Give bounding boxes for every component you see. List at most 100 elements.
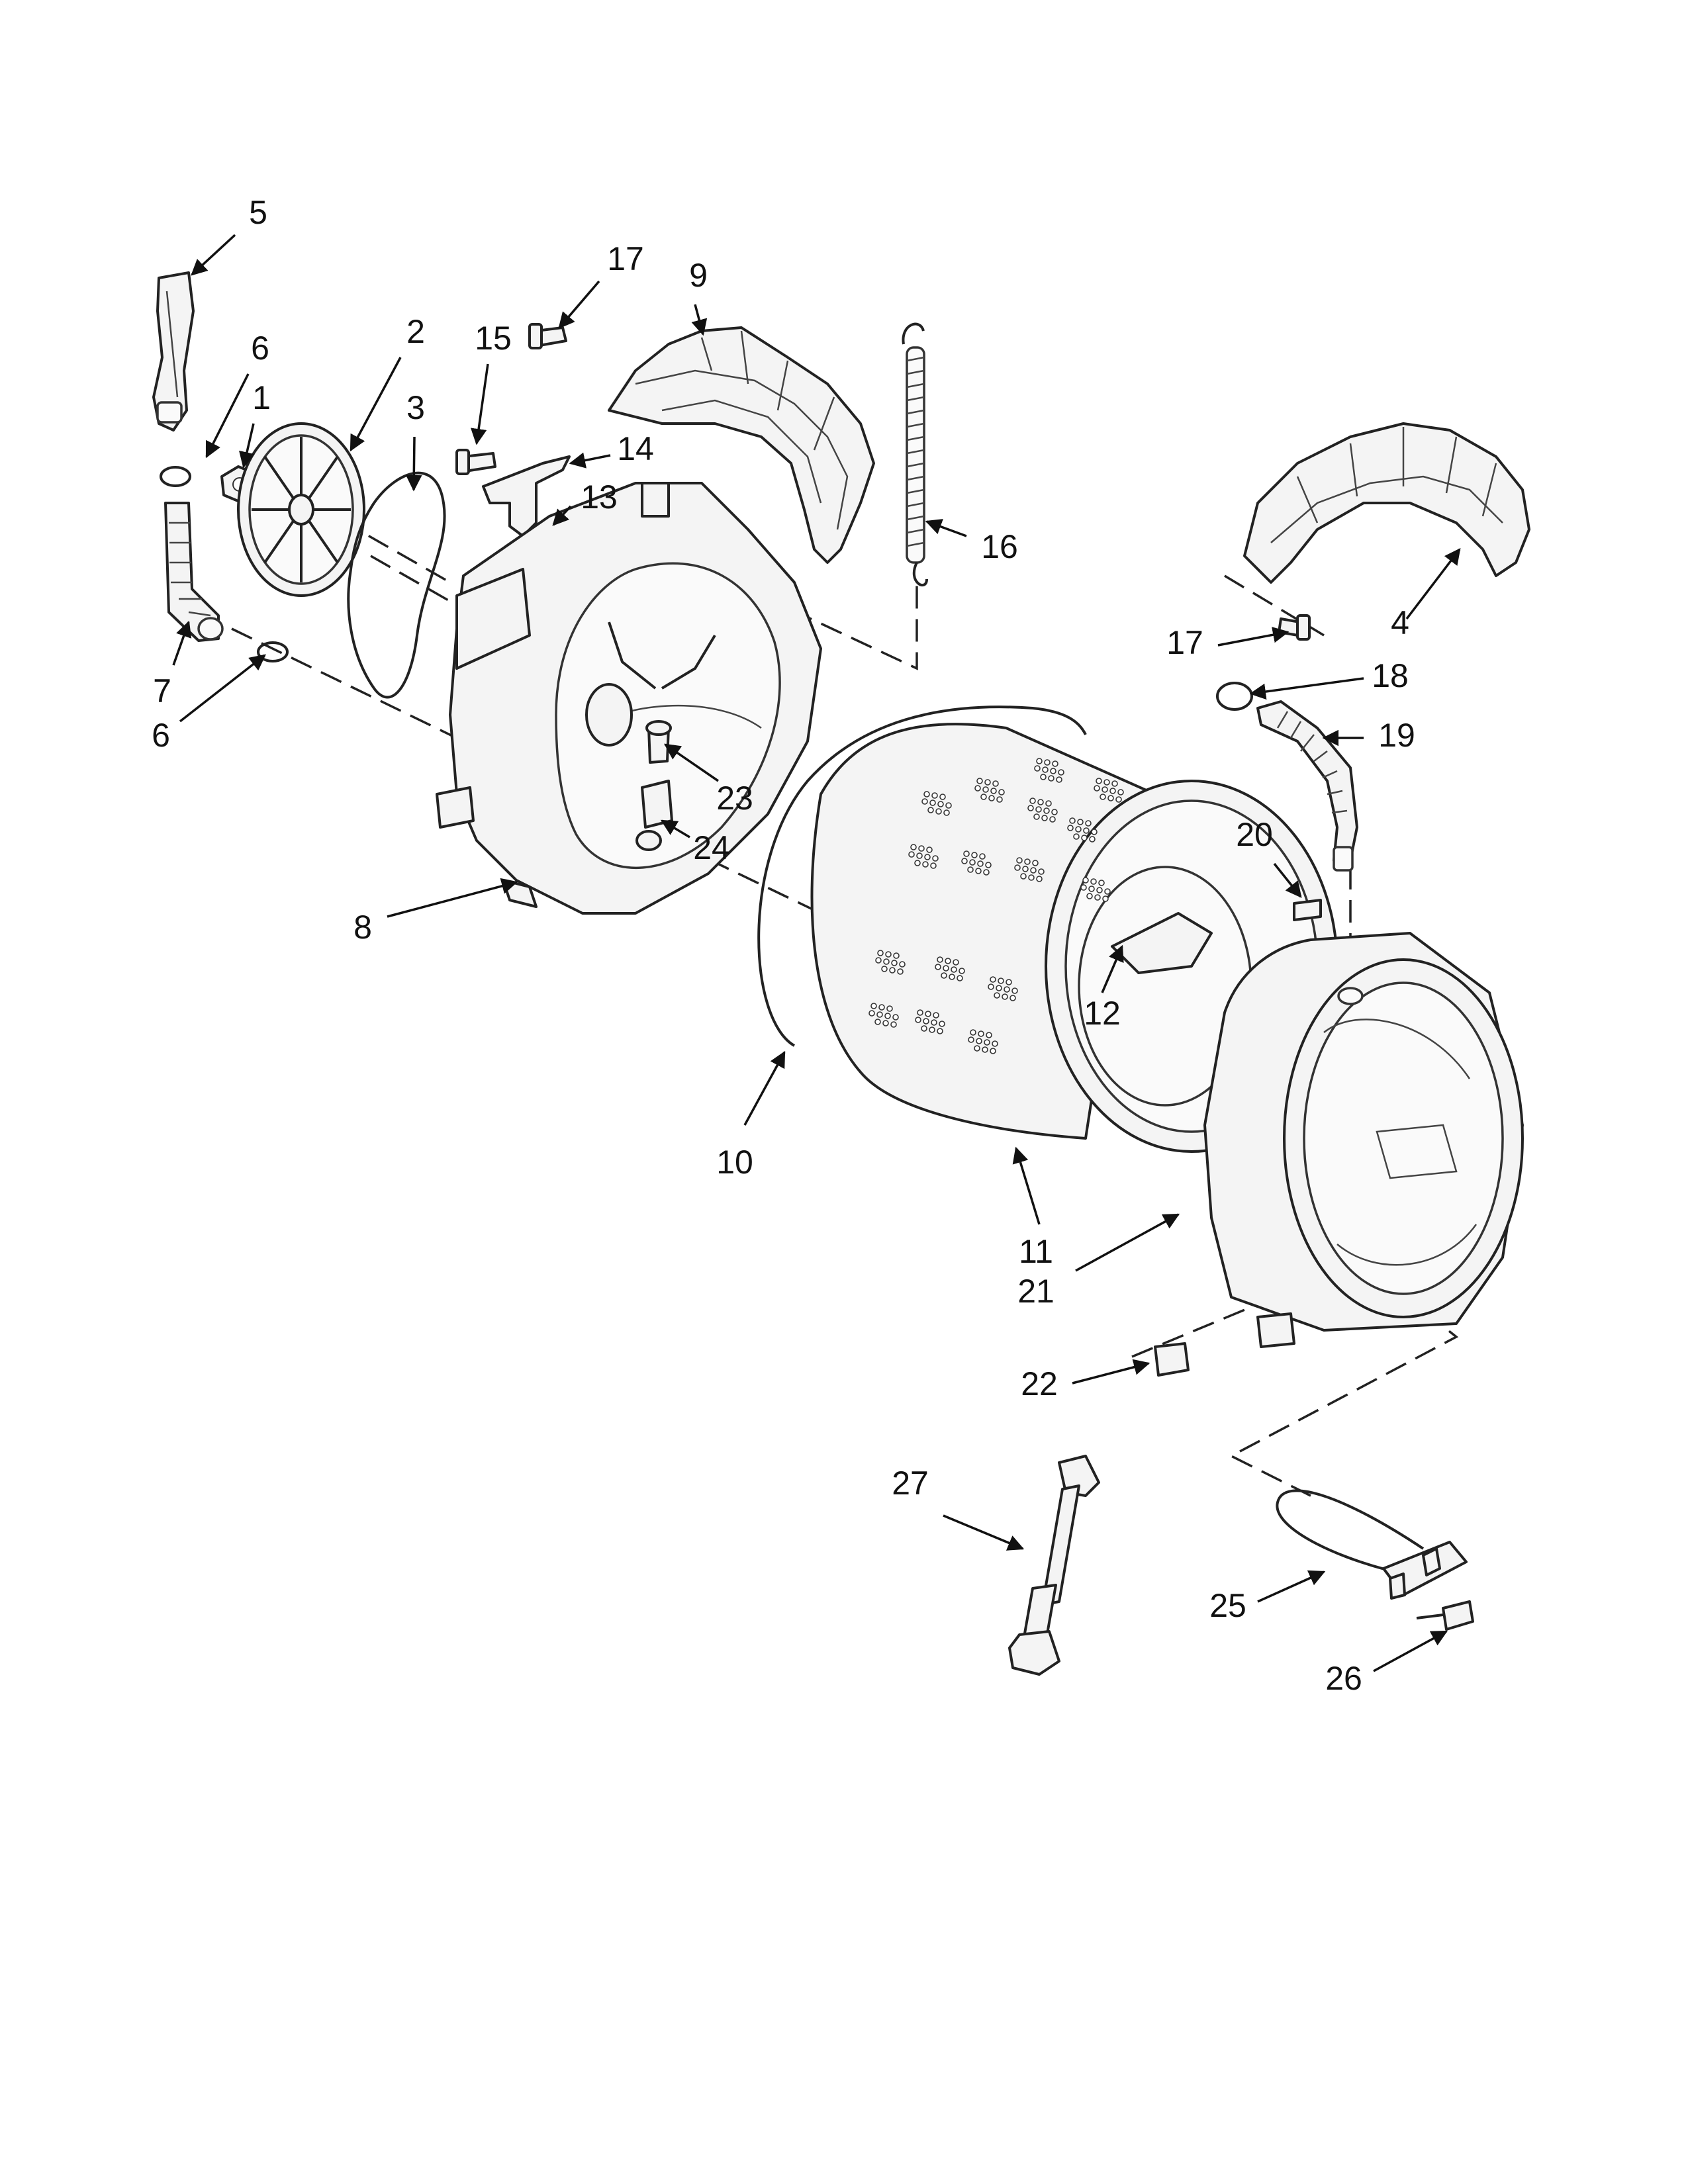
part-19-hose (1256, 700, 1358, 872)
basket-hole (1029, 797, 1036, 804)
basket-hole (914, 860, 921, 866)
basket-hole (988, 795, 995, 801)
basket-hole (1002, 993, 1008, 1000)
basket-hole (945, 802, 952, 809)
basket-hole (994, 992, 1000, 999)
basket-hole (996, 985, 1002, 991)
callout-27: 27 (892, 1465, 929, 1502)
basket-hole (976, 778, 983, 784)
basket-hole (1085, 820, 1092, 827)
basket-hole (931, 1019, 937, 1026)
basket-hole (1080, 884, 1087, 891)
leader-arrows (172, 234, 1461, 1672)
basket-hole (1034, 765, 1041, 772)
basket-hole (929, 799, 936, 806)
basket-hole (1067, 825, 1074, 831)
basket-hole (915, 1017, 921, 1023)
part-3-belt (347, 471, 446, 699)
part-5-hose-bracket (152, 271, 195, 432)
basket-hole (923, 1018, 929, 1024)
basket-hole (975, 868, 982, 874)
basket-hole (943, 965, 949, 972)
basket-hole (1004, 986, 1010, 993)
basket-hole (957, 975, 963, 981)
basket-hole (874, 1019, 881, 1025)
basket-hole (937, 801, 944, 807)
basket-hole (917, 1009, 923, 1016)
basket-hole (1032, 860, 1039, 866)
basket-hole (884, 1013, 891, 1019)
basket-hole (1036, 758, 1043, 764)
basket-hole (1050, 768, 1056, 774)
basket-hole (939, 1021, 945, 1027)
basket-hole (1090, 878, 1097, 885)
basket-hole (953, 959, 959, 966)
basket-hole (1081, 835, 1088, 841)
callout-6: 6 (251, 330, 269, 367)
callout-13: 13 (581, 478, 618, 516)
basket-hole (1052, 760, 1058, 767)
basket-hole (876, 1011, 883, 1018)
basket-hole (893, 952, 900, 959)
basket-hole (891, 960, 898, 966)
basket-hole (1044, 759, 1051, 766)
basket-hole (908, 851, 915, 858)
basket-hole (1016, 857, 1023, 864)
part-14-bracket (482, 455, 571, 537)
callout-22: 22 (1021, 1365, 1058, 1402)
basket-hole (963, 850, 970, 857)
callout-21: 21 (1017, 1273, 1055, 1310)
basket-hole (937, 1028, 943, 1034)
basket-hole (1048, 775, 1055, 782)
basket-hole (1109, 788, 1116, 794)
basket-hole (1043, 807, 1050, 814)
basket-hole (1094, 894, 1101, 901)
basket-hole (969, 859, 976, 866)
basket-hole (1091, 829, 1098, 835)
callout-9: 9 (689, 257, 708, 294)
part-16-spring (902, 322, 928, 587)
basket-hole (1014, 864, 1021, 871)
basket-hole (1041, 815, 1048, 821)
basket-hole (1096, 887, 1103, 893)
basket-hole (916, 852, 923, 859)
basket-hole (881, 966, 888, 972)
part-6-clamp-bottom (257, 641, 289, 662)
basket-hole (929, 1026, 935, 1033)
callout-24: 24 (693, 829, 730, 866)
basket-hole (1058, 769, 1064, 776)
callout-17: 17 (1166, 624, 1203, 661)
callout-16: 16 (981, 528, 1018, 565)
basket-hole (921, 798, 928, 805)
basket-hole (1030, 867, 1037, 874)
basket-hole (930, 862, 937, 869)
basket-hole (1082, 877, 1089, 884)
basket-hole (1100, 794, 1106, 800)
basket-hole (1088, 886, 1095, 892)
basket-hole (918, 845, 925, 852)
callout-12: 12 (1084, 995, 1121, 1032)
basket-hole (882, 1020, 889, 1026)
basket-hole (1056, 776, 1062, 783)
part-17-screw-top (528, 323, 567, 349)
basket-hole (1096, 778, 1102, 784)
part-17-screw-right (1278, 614, 1311, 641)
basket-hole (1073, 833, 1080, 840)
basket-hole (951, 966, 957, 973)
callout-14: 14 (617, 430, 654, 467)
basket-hole (926, 846, 933, 853)
callout-20: 20 (1236, 816, 1273, 853)
basket-hole (1027, 805, 1034, 811)
basket-hole (1022, 866, 1029, 872)
basket-hole (949, 974, 955, 980)
basket-hole (1094, 785, 1100, 792)
basket-hole (1033, 813, 1040, 820)
basket-hole (945, 958, 951, 964)
callout-6: 6 (152, 717, 170, 754)
basket-hole (992, 780, 999, 787)
callout-10: 10 (716, 1144, 753, 1181)
callout-17: 17 (607, 240, 644, 277)
part-20-clip (1293, 899, 1322, 921)
basket-hole (1040, 774, 1047, 780)
